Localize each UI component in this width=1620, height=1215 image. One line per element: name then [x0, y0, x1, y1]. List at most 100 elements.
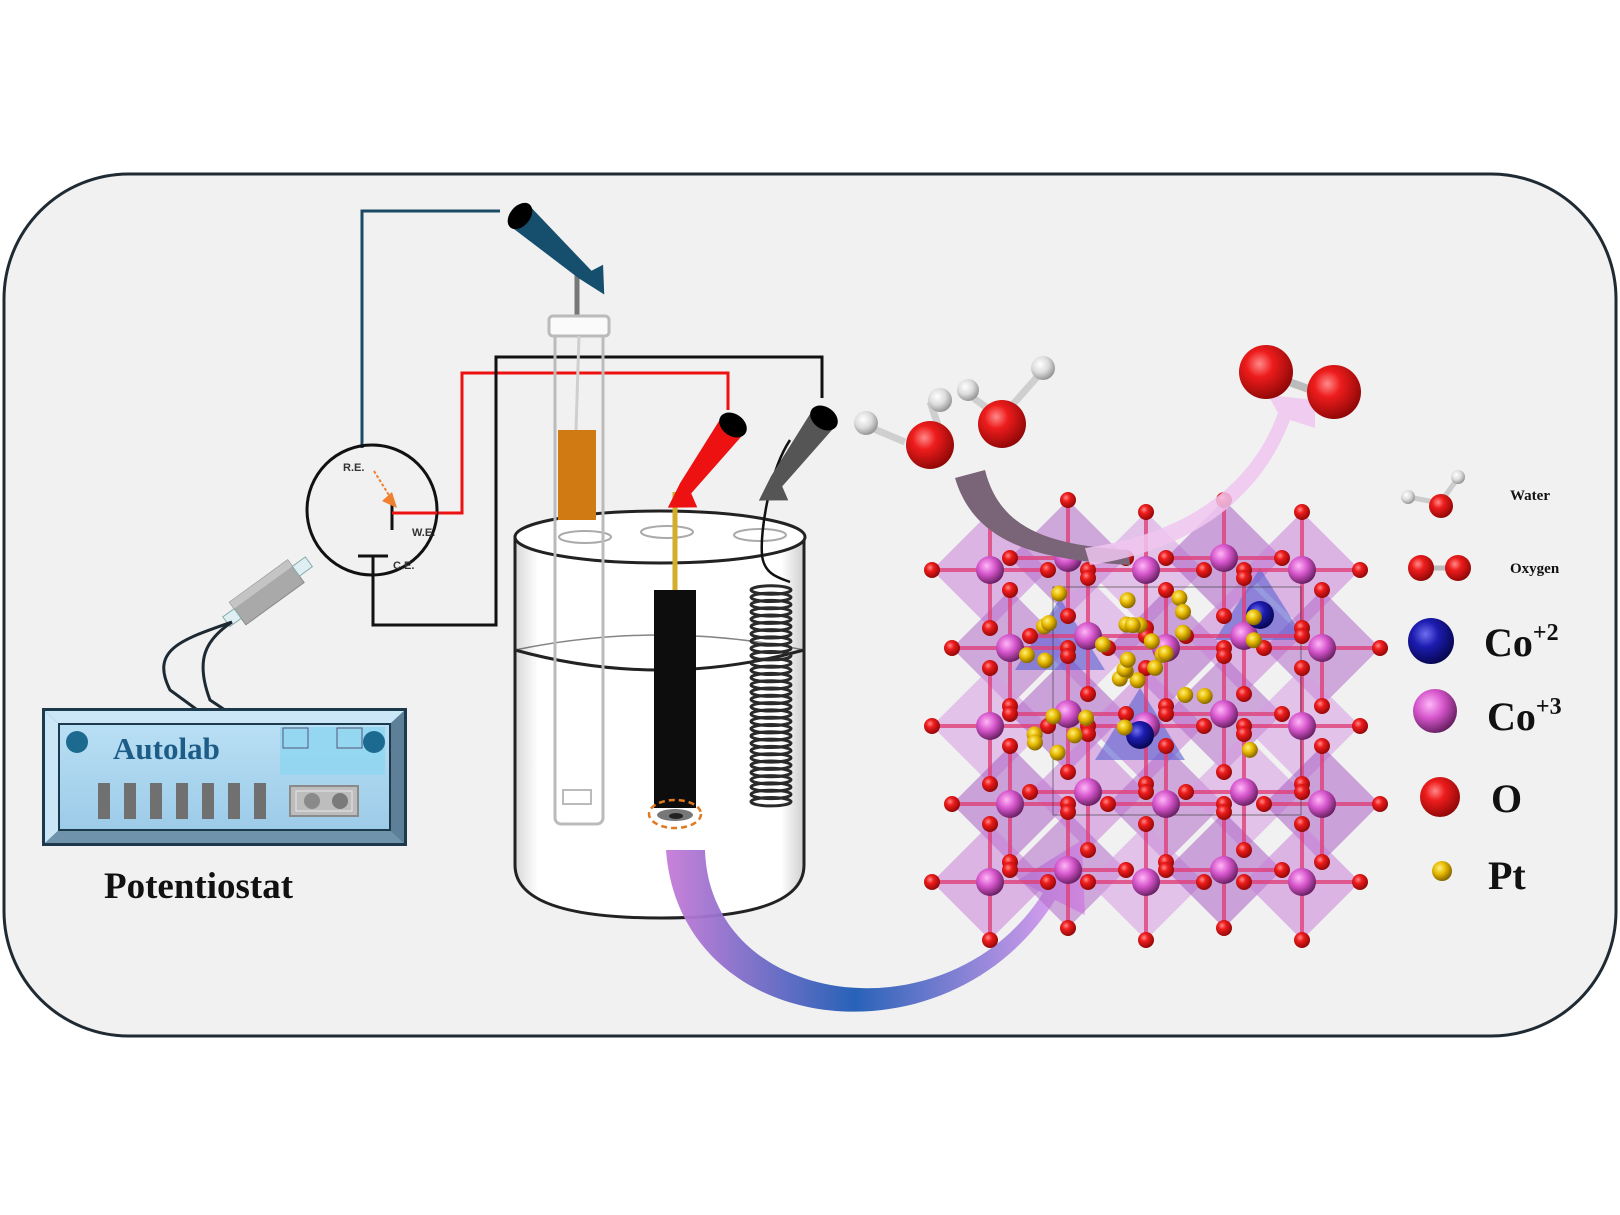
co3-atom [1288, 868, 1316, 896]
svg-text:Water: Water [1510, 488, 1550, 504]
oxygen-atom [1294, 628, 1310, 644]
oxygen-atom [1216, 648, 1232, 664]
co3-atom [976, 556, 1004, 584]
legend-item-co2: Co+2 [1408, 618, 1559, 665]
counter-electrode [749, 439, 793, 808]
oxygen-atom [982, 932, 998, 948]
pt-atom [1143, 633, 1160, 650]
co3-atom [1210, 544, 1238, 572]
clip-working [667, 412, 747, 508]
device-screw-left [66, 731, 88, 753]
pt-atom [1041, 615, 1057, 632]
oxygen-atom [1158, 582, 1174, 598]
oxygen-atom [1294, 816, 1310, 832]
oxygen-atom [1118, 706, 1134, 722]
oxygen-atom [1216, 764, 1232, 780]
oxygen-atom [1216, 608, 1232, 624]
oxygen-atom [1158, 862, 1174, 878]
oxygen-atom [1352, 718, 1368, 734]
oxygen-atom [1314, 738, 1330, 754]
autolab-brand: Autolab [113, 731, 220, 766]
oxygen-atom [1236, 874, 1252, 890]
oxygen-atom [1158, 738, 1174, 754]
co3-atom [1132, 868, 1160, 896]
working-electrode [647, 492, 703, 830]
oxygen-atom [924, 562, 940, 578]
oxygen-atom [1216, 920, 1232, 936]
oxygen-atom [1294, 504, 1310, 520]
port-slot [124, 783, 136, 819]
co3-atom [1230, 778, 1258, 806]
coil-turn [749, 796, 793, 808]
oxygen-atom [1196, 874, 1212, 890]
co3-atom [1288, 556, 1316, 584]
oxygen-atom [1274, 706, 1290, 722]
working-wire [432, 371, 730, 515]
oxygen-atom [1158, 550, 1174, 566]
co3-atom [996, 790, 1024, 818]
pt-atom [1124, 617, 1141, 634]
co3-atom [1152, 790, 1180, 818]
oxygen-atom [1178, 784, 1194, 800]
oxygen-atom [1314, 582, 1330, 598]
oxygen-atom [1158, 706, 1174, 722]
oxygen-atom [1060, 492, 1076, 508]
oxygen-atom [1060, 764, 1076, 780]
oxygen-atom [1060, 608, 1076, 624]
co3-atom [1132, 556, 1160, 584]
device-screw-right [363, 731, 385, 753]
oxygen-atom [982, 620, 998, 636]
oxygen-atom [1274, 862, 1290, 878]
pt-atom [1078, 709, 1095, 726]
oxygen-atom [924, 718, 940, 734]
svg-text:Co+3: Co+3 [1487, 694, 1562, 739]
pt-atom [1051, 585, 1068, 602]
clip-reference [507, 202, 605, 295]
pt-atom [1066, 727, 1083, 744]
oxygen-atom [1002, 582, 1018, 598]
oxygen-atom [1080, 842, 1096, 858]
co3-atom [1308, 790, 1336, 818]
oxygen-atom [1372, 796, 1388, 812]
pt-atom [1175, 624, 1191, 641]
co3-atom [1210, 856, 1238, 884]
oxygen-atom [1216, 804, 1232, 820]
pt-atom [1245, 609, 1262, 626]
oxygen-atom [1294, 932, 1310, 948]
pt-atom [1177, 687, 1194, 703]
legend-item-pt: Pt [1432, 853, 1526, 898]
pt-atom [1147, 659, 1164, 676]
oxygen-atom [1060, 648, 1076, 664]
oxygen-atom [1002, 706, 1018, 722]
potential-arrow [373, 470, 393, 501]
co3-atom [976, 868, 1004, 896]
pt-atom [1157, 645, 1174, 662]
port-slot [254, 783, 266, 819]
oxygen-atom [1080, 570, 1096, 586]
oxygen-atom [1022, 628, 1038, 644]
spinel-crystal [924, 492, 1388, 948]
oxygen-atom [1352, 562, 1368, 578]
oxygen-atom [1236, 726, 1252, 742]
label-working-electrode: W.E. [412, 527, 435, 539]
oxygen-out-arrow [1085, 395, 1315, 565]
oxygen-atom [1138, 784, 1154, 800]
legend-item-co3: Co+3 [1413, 689, 1562, 739]
oxygen-atom [1080, 726, 1096, 742]
oxygen-atom [1080, 686, 1096, 702]
oxygen-atom [1002, 862, 1018, 878]
oxygen-atom [1040, 562, 1056, 578]
legend: Water Oxygen Co+2 Co+3 O Pt [1401, 470, 1562, 898]
water-molecules [854, 356, 1055, 469]
oxygen-atom [1060, 804, 1076, 820]
oxygen-atom [982, 816, 998, 832]
pt-atom [1049, 744, 1066, 761]
reference-wire [360, 209, 500, 448]
port-slot [202, 783, 214, 819]
svg-text:Pt: Pt [1488, 853, 1526, 898]
reference-electrode [547, 262, 611, 826]
cable-connector [162, 556, 346, 792]
counter-electrode-coil [749, 584, 793, 808]
potentiostat-device: Autolab Potentiostat [42, 708, 407, 907]
